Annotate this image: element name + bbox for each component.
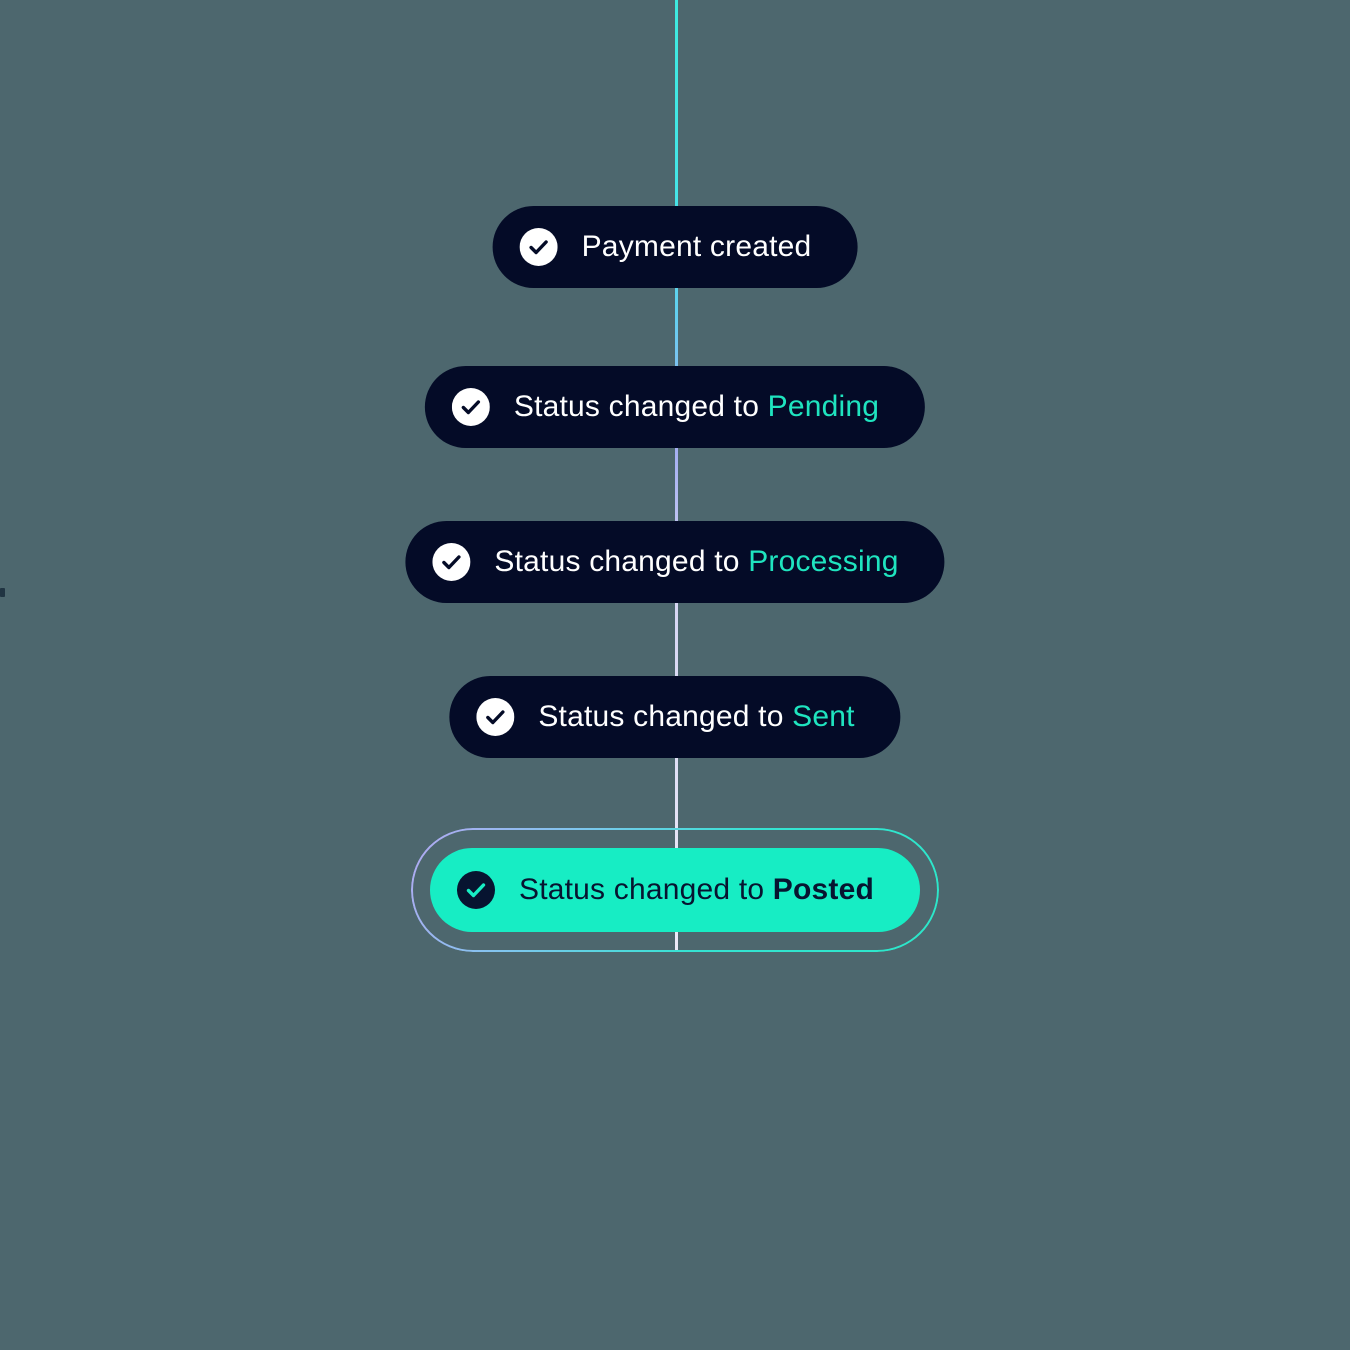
timeline-connector-line bbox=[675, 0, 678, 951]
event-text: Status changed to Pending bbox=[514, 390, 879, 424]
event-label: Status changed to bbox=[494, 545, 749, 578]
check-circle-icon bbox=[456, 871, 495, 909]
event-status: Processing bbox=[748, 545, 899, 578]
event-text: Payment created bbox=[582, 230, 812, 264]
event-text: Status changed to Posted bbox=[519, 873, 874, 907]
check-circle-icon bbox=[519, 228, 558, 266]
event-label: Status changed to bbox=[538, 700, 793, 733]
check-circle-icon bbox=[451, 388, 490, 426]
event-label: Payment created bbox=[581, 230, 812, 263]
event-text: Status changed to Processing bbox=[494, 545, 898, 579]
timeline-event-processing: Status changed to Processing bbox=[405, 521, 945, 603]
edge-artifact bbox=[0, 588, 5, 597]
timeline-event-payment-created: Payment created bbox=[492, 206, 858, 288]
timeline-event-posted: Status changed to Posted bbox=[429, 848, 921, 932]
timeline-event-pending: Status changed to Pending bbox=[424, 366, 926, 448]
event-status: Pending bbox=[767, 390, 880, 423]
event-status: Sent bbox=[792, 700, 855, 733]
check-circle-icon bbox=[432, 543, 471, 581]
check-circle-icon bbox=[476, 698, 515, 736]
event-status: Posted bbox=[772, 873, 875, 906]
event-label: Status changed to bbox=[513, 390, 768, 423]
timeline-event-sent: Status changed to Sent bbox=[449, 676, 901, 758]
event-text: Status changed to Sent bbox=[538, 700, 854, 734]
active-event-ring: Status changed to Posted bbox=[411, 828, 939, 952]
event-label: Status changed to bbox=[518, 873, 773, 906]
